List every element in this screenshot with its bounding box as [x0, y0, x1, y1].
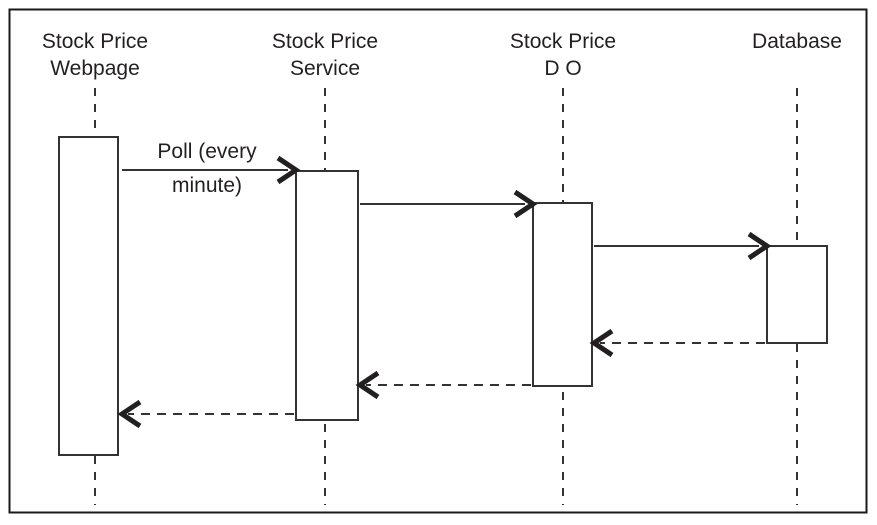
lifeline-stock-price-service: Stock Price Service: [272, 30, 378, 505]
message-label-line2: minute): [172, 174, 242, 197]
lifeline-database: Database: [752, 30, 842, 505]
message-label-line1: Poll (every: [157, 140, 257, 163]
activation-bar: [295, 170, 359, 421]
lifeline-label-line1: Stock Price: [272, 30, 378, 53]
lifeline-stock-price-webpage: Stock Price Webpage: [42, 30, 148, 505]
arrowhead-right-icon: [276, 155, 301, 185]
lifeline-label-line2: D O: [544, 57, 581, 80]
lifeline-label-line1: Stock Price: [510, 30, 616, 53]
lifeline-label-line1: Stock Price: [42, 30, 148, 53]
arrowhead-right-icon: [747, 231, 772, 261]
lifeline-label-line2: Service: [290, 57, 360, 80]
arrowhead-left-icon: [117, 399, 142, 429]
message-poll-every-minute: Poll (every minute): [122, 140, 301, 197]
arrowhead-left-icon: [355, 370, 380, 400]
lifeline-label-line1: Database: [752, 30, 842, 53]
diagram-frame: [8, 8, 868, 514]
activation-bar: [532, 202, 593, 387]
arrowhead-left-icon: [589, 328, 614, 358]
lifeline-stock-price-dao: Stock Price D O: [510, 30, 616, 505]
activation-bar: [58, 136, 119, 456]
lifeline-label-line2: Webpage: [50, 57, 140, 80]
message-service-to-webpage-response: [117, 399, 294, 429]
arrowhead-right-icon: [513, 189, 538, 219]
message-dao-to-service-response: [355, 370, 531, 400]
activation-bar: [766, 245, 828, 344]
message-database-to-dao-response: [589, 328, 765, 358]
message-dao-to-database-query: [594, 231, 772, 261]
message-service-to-dao-request: [360, 189, 538, 219]
